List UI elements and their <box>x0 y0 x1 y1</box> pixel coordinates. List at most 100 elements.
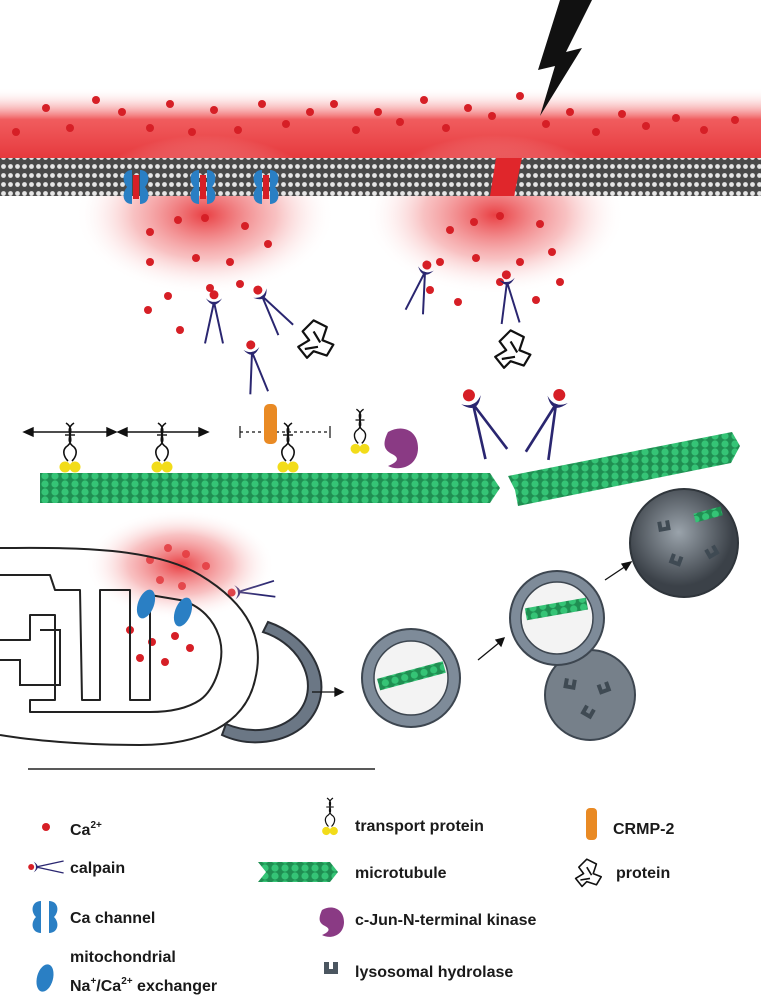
legend-ca-label: Ca2+ <box>70 820 102 839</box>
protein-icon <box>574 858 603 888</box>
microtubule-left <box>40 473 500 503</box>
legend-ca-channel-label: Ca channel <box>70 910 155 927</box>
flow-arrow <box>604 561 633 581</box>
legend-crmp2-label: CRMP-2 <box>613 821 674 838</box>
calcium-ion <box>470 218 478 226</box>
microtubule-fragment <box>693 506 723 523</box>
legend-hydrolase-label: lysosomal hydrolase <box>355 964 513 981</box>
transport-protein-icon <box>322 797 338 836</box>
degradative-autolysosome <box>629 488 739 598</box>
calcium-ion <box>442 124 450 132</box>
calcium-ion <box>536 220 544 228</box>
calcium-ion <box>642 122 650 130</box>
calcium-ion <box>488 112 496 120</box>
calcium-ion <box>556 278 564 286</box>
mitochondrion-region <box>0 488 739 747</box>
calcium-ion <box>161 658 169 666</box>
calcium-ion <box>136 654 144 662</box>
calcium-ion <box>446 226 454 234</box>
calcium-ion <box>188 128 196 136</box>
calcium-ion <box>146 228 154 236</box>
jnk-icon <box>319 907 344 937</box>
mitochondrion-crista-inner <box>0 629 61 686</box>
flow-arrow <box>312 686 345 698</box>
lysosomal-hydrolase <box>657 520 671 532</box>
axonal-membrane-region <box>0 0 761 295</box>
phagophore-membrane <box>220 620 323 744</box>
protein-cluster <box>297 319 335 359</box>
calcium-ion <box>420 96 428 104</box>
calcium-ion <box>532 296 540 304</box>
protein-cluster <box>574 858 603 888</box>
lysosomal-hydrolase-icon <box>324 962 338 974</box>
calpain-icon <box>498 270 521 325</box>
lysosomal-hydrolase <box>580 704 596 720</box>
calcium-ion <box>496 278 504 286</box>
calcium-ion <box>12 128 20 136</box>
calcium-ion <box>146 124 154 132</box>
calcium-ion <box>700 126 708 134</box>
calcium-ion <box>472 254 480 262</box>
calcium-ion <box>542 120 550 128</box>
calcium-ion <box>258 100 266 108</box>
calcium-ion <box>264 240 272 248</box>
mitochondrion-outer-membrane <box>0 546 259 747</box>
microtubule-region <box>22 404 740 506</box>
calcium-ion <box>516 258 524 266</box>
calcium-ion <box>731 116 739 124</box>
crmp2-icon <box>264 404 277 444</box>
calcium-ion <box>174 216 182 224</box>
calcium-ion <box>236 280 244 288</box>
activated-calpains <box>204 260 568 600</box>
transport-protein-icon <box>322 797 338 836</box>
calpain-icon <box>253 285 294 336</box>
legend-protein-label: protein <box>616 865 670 882</box>
calcium-ion <box>192 254 200 262</box>
calcium-ion <box>566 108 574 116</box>
flow-arrow <box>477 637 506 661</box>
calpain-icon <box>524 388 568 461</box>
transport-protein-icon <box>59 422 81 473</box>
legend-mito-line1: mitochondrial <box>70 949 176 966</box>
ca-channel-icon <box>32 901 58 933</box>
blocked-transport-arrow <box>239 426 331 438</box>
membrane-breach <box>490 158 522 196</box>
calcium-ion <box>42 104 50 112</box>
calcium-ion <box>454 298 462 306</box>
calpain-icon <box>28 860 64 874</box>
calcium-ion <box>516 92 524 100</box>
calcium-ion <box>496 212 504 220</box>
calcium-ion <box>118 108 126 116</box>
calcium-ion <box>206 284 214 292</box>
calcium-ion <box>241 222 249 230</box>
calcium-ion <box>210 106 218 114</box>
calcium-ion <box>618 110 626 118</box>
legend-transport-label: transport protein <box>355 818 484 835</box>
microtubule-icon <box>258 862 338 882</box>
autolysosome-fusion <box>509 570 605 666</box>
lysosomal-hydrolase <box>563 678 577 690</box>
ca-channel-icon <box>123 170 149 204</box>
lysosomal-hydrolase <box>596 681 612 695</box>
calcium-ion <box>282 120 290 128</box>
lysosomal-hydrolase <box>668 553 684 567</box>
microtubule-fragment <box>524 597 588 621</box>
calpain-icon <box>204 290 224 344</box>
na-ca-exchanger-icon <box>173 597 193 627</box>
calcium-ion <box>166 100 174 108</box>
transport-protein-icon <box>350 408 370 454</box>
calcium-ion <box>464 104 472 112</box>
calpain-icon <box>28 860 64 874</box>
microtubule-right <box>508 432 740 506</box>
legend-calpain-label: calpain <box>70 860 125 877</box>
ca-channel-icon <box>253 170 279 204</box>
protein-cluster <box>494 329 532 369</box>
calcium-ion <box>330 100 338 108</box>
calpain-icon <box>461 389 509 460</box>
lysosomal-hydrolase <box>704 544 720 560</box>
calcium-ion <box>426 286 434 294</box>
legend-microtubule-label: microtubule <box>355 865 447 882</box>
transport-protein-icon <box>151 422 173 473</box>
calcium-ion <box>186 644 194 652</box>
